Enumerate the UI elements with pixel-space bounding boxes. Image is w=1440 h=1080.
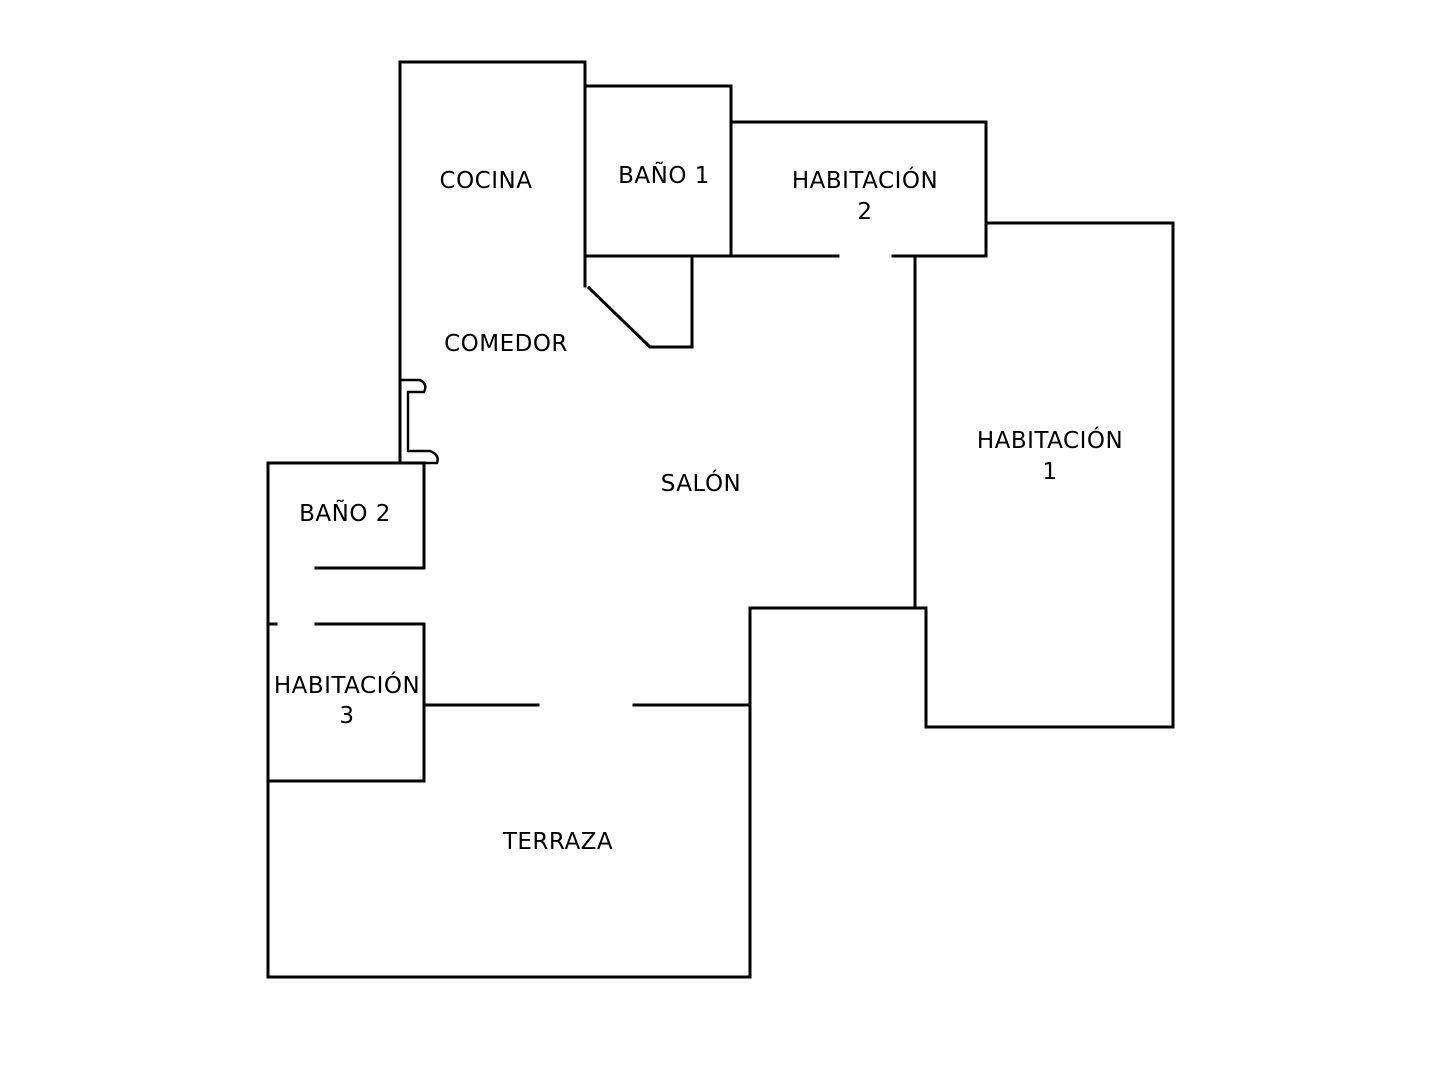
label-cocina: COCINA bbox=[440, 168, 533, 194]
walls bbox=[266, 60, 1175, 979]
room-labels: COCINA BAÑO 1 HABITACIÓN 2 COMEDOR HABIT… bbox=[274, 161, 1123, 855]
label-habitacion-1-line2: 1 bbox=[1042, 459, 1057, 485]
wall-cocina bbox=[398, 60, 587, 465]
label-comedor: COMEDOR bbox=[444, 331, 568, 357]
label-habitacion-3-line1: HABITACIÓN bbox=[274, 671, 420, 699]
label-bano-2: BAÑO 2 bbox=[299, 499, 391, 527]
label-habitacion-1-line1: HABITACIÓN bbox=[977, 426, 1123, 454]
label-terraza: TERRAZA bbox=[502, 829, 613, 855]
label-habitacion-2-line2: 2 bbox=[857, 199, 872, 225]
wall-habitacion-3 bbox=[266, 622, 426, 783]
label-habitacion-2-line1: HABITACIÓN bbox=[792, 166, 938, 194]
wall-closet bbox=[586, 256, 694, 349]
wall-habitacion-1 bbox=[266, 221, 1175, 979]
label-habitacion-3-line2: 3 bbox=[339, 703, 354, 729]
wall-habitacion-2 bbox=[729, 120, 988, 258]
wall-bano-1 bbox=[583, 84, 733, 258]
door-swing bbox=[398, 378, 439, 465]
label-salon: SALÓN bbox=[661, 469, 742, 497]
label-bano-1: BAÑO 1 bbox=[618, 161, 710, 189]
